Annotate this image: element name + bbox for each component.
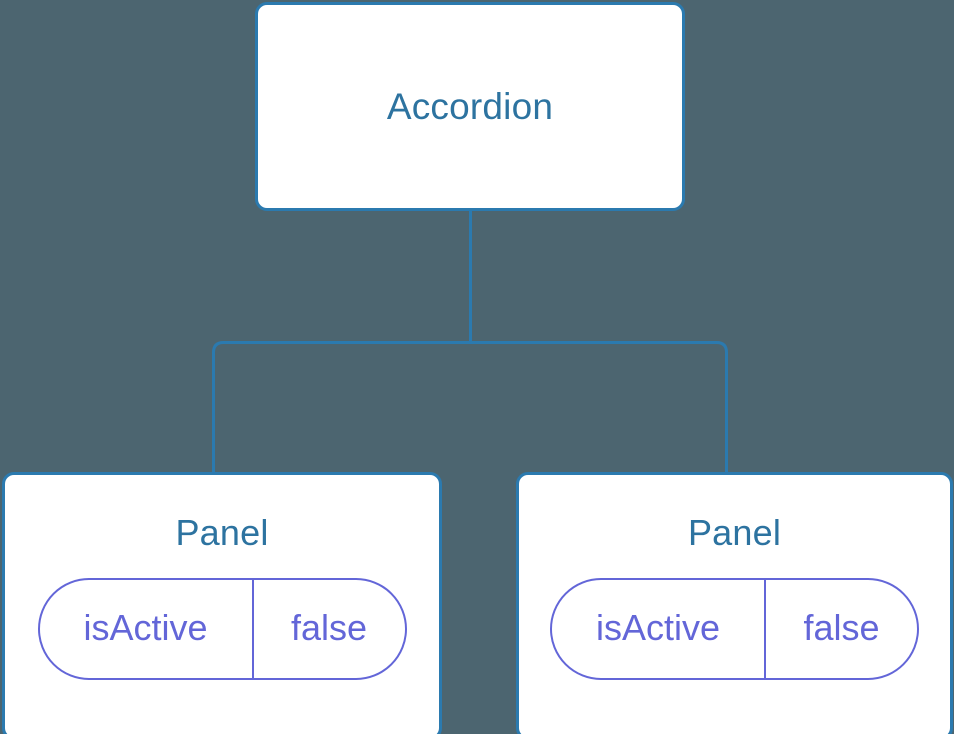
connector-branch-bus: [212, 341, 728, 474]
state-value-panel-1: false: [803, 607, 880, 648]
state-key-panel-1: isActive: [552, 580, 766, 678]
node-panel-1-title: Panel: [687, 512, 782, 553]
state-pill-panel-0[interactable]: isActive false: [37, 578, 407, 680]
node-accordion[interactable]: Accordion: [255, 2, 685, 211]
state-pill-panel-1[interactable]: isActive false: [550, 578, 919, 680]
node-panel-1[interactable]: Panel isActive false: [516, 472, 953, 734]
state-value-panel-0: false: [290, 607, 368, 648]
node-accordion-title: Accordion: [386, 86, 554, 127]
node-panel-0-title: Panel: [175, 512, 269, 553]
state-key-panel-0: isActive: [40, 580, 254, 678]
node-panel-0[interactable]: Panel isActive false: [2, 472, 442, 734]
